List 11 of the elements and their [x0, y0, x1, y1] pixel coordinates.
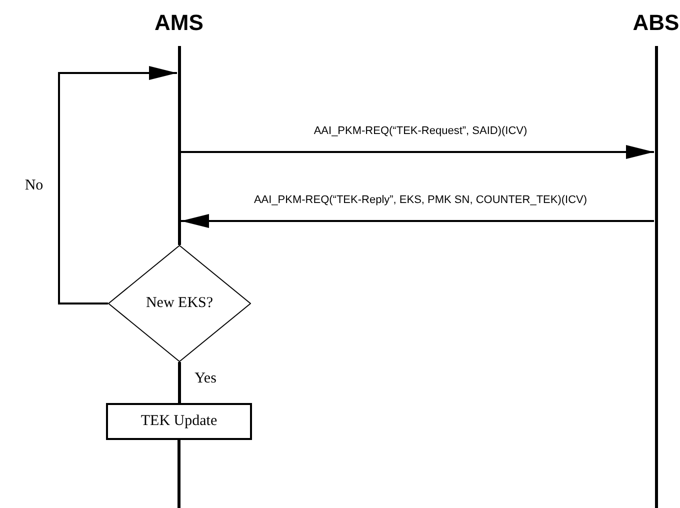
- edge-label: AAI_PKM-REQ(“TEK-Request”, SAID)(ICV): [312, 125, 530, 137]
- lifeline-header: ABS: [632, 10, 680, 36]
- lifeline: [178, 440, 180, 508]
- lifeline: [178, 362, 181, 403]
- loop-arrow: [58, 66, 177, 304]
- edge-label: AAI_PKM-REQ(“TEK-Reply”, EKS, PMK SN, COUNTER_TEK)(ICV): [252, 194, 590, 206]
- message-arrow: [181, 145, 654, 159]
- decision-text: New EKS?: [146, 295, 214, 312]
- message-arrow: [181, 214, 654, 228]
- lifeline-header: AMS: [154, 10, 204, 36]
- process-box: TEK Update: [106, 403, 252, 440]
